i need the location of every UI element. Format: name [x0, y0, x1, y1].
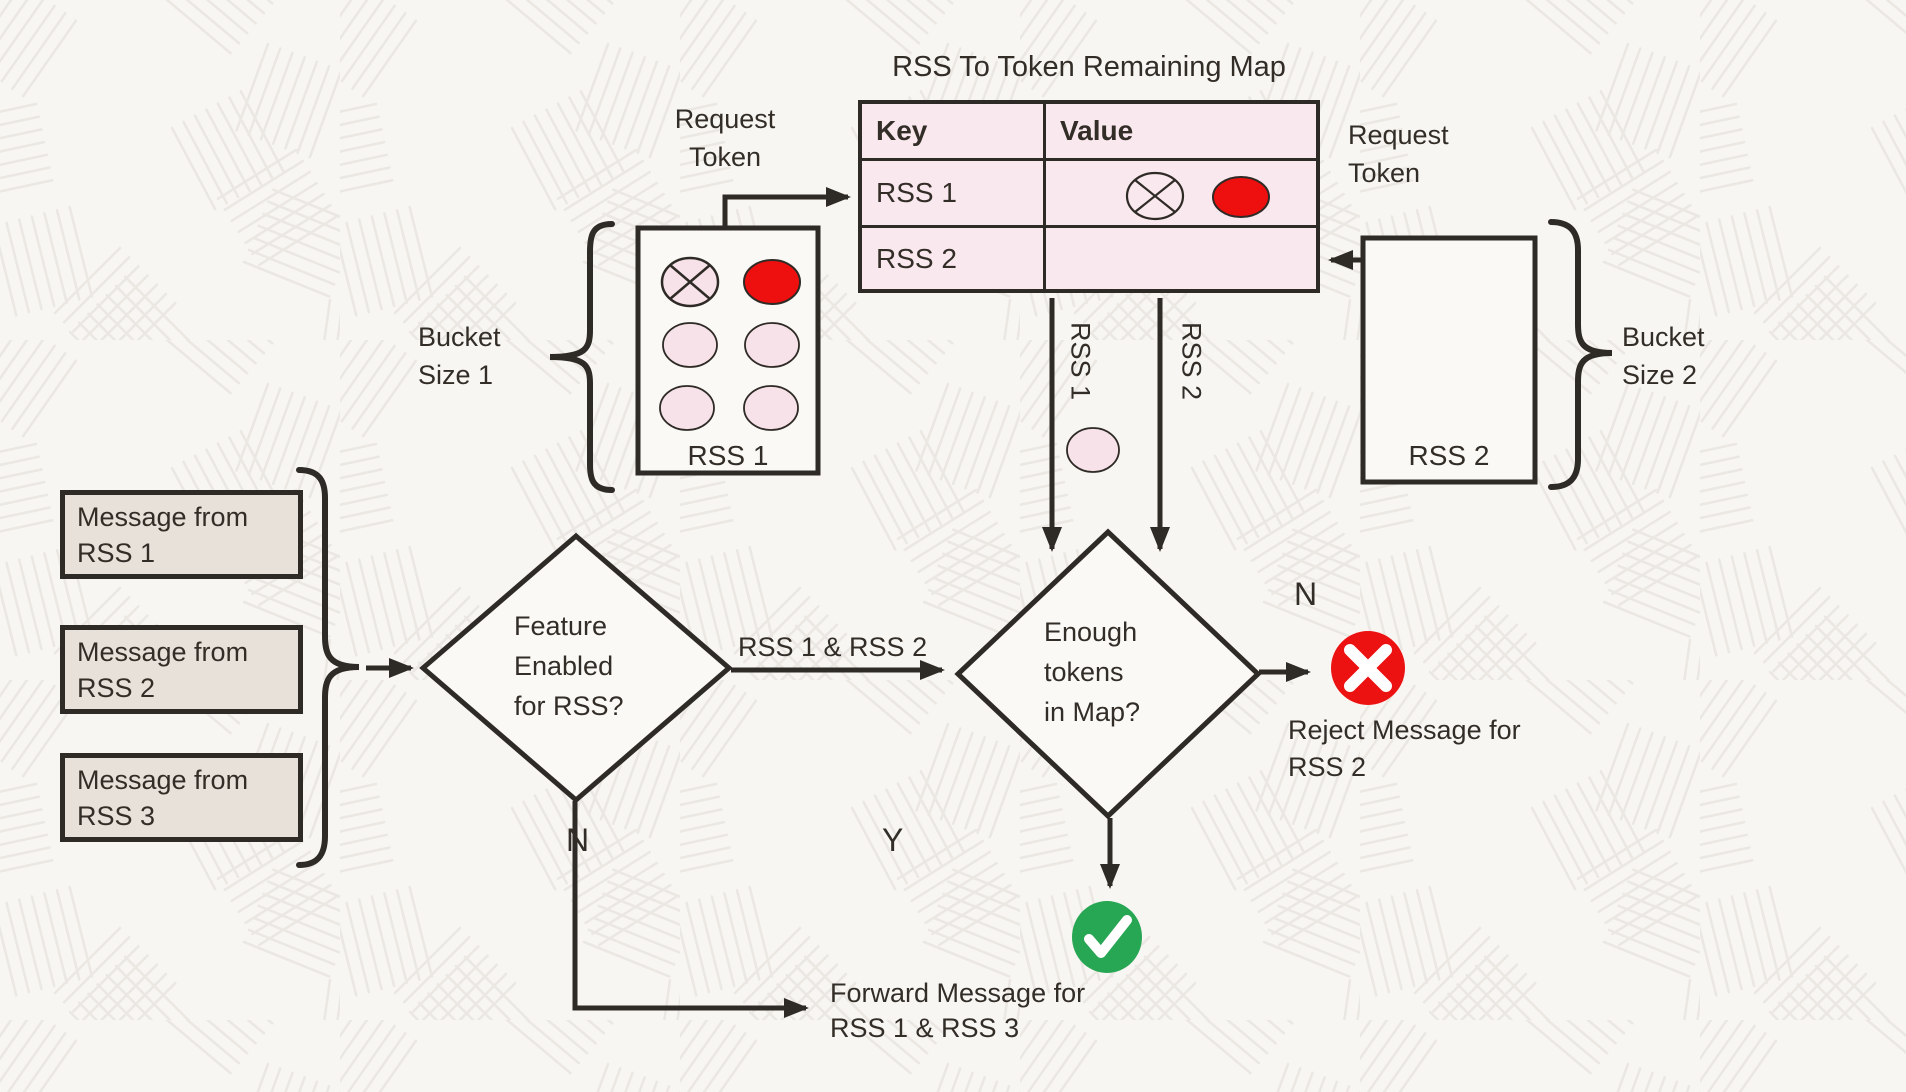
request-token-label-left: Request Token	[674, 104, 776, 172]
table-row-rss2-value	[1046, 228, 1320, 289]
bucket1-size-brace	[549, 221, 615, 493]
arrow-bucket1-to-table	[722, 187, 851, 230]
pink-token-icon	[743, 385, 799, 431]
x-circle-icon	[1331, 631, 1405, 705]
decision2-yes-label: Y	[882, 822, 904, 858]
edge-label-rss1-and-rss2: RSS 1 & RSS 2	[738, 632, 928, 662]
table-rss1-tokens	[1125, 171, 1270, 221]
message-box-rss1: Message from RSS 1	[60, 490, 303, 579]
flow-label-rss1: RSS 1	[1065, 321, 1096, 401]
message-box-rss3: Message from RSS 3	[60, 753, 303, 842]
bucket-size2-label: Bucket Size 2	[1622, 322, 1705, 390]
arrow-decision1-no-to-forward	[572, 801, 809, 1018]
decision2-label: Enough tokens in Map?	[1044, 617, 1141, 727]
decision1-no-label: N	[566, 822, 590, 858]
table-row-rss1-value	[1046, 161, 1320, 228]
bucket2-name: RSS 2	[1408, 440, 1490, 471]
token-map-table: Key Value RSS 1 RSS 2	[858, 100, 1320, 293]
bucket1-name: RSS 1	[687, 440, 769, 471]
bucket-size1-label: Bucket Size 1	[418, 322, 501, 390]
table-header-value: Value	[1046, 104, 1320, 161]
red-token-icon	[743, 259, 801, 305]
decision1-diamond	[419, 532, 733, 804]
bucket2-box	[1360, 235, 1538, 485]
bucket2-size-brace	[1548, 219, 1613, 490]
pink-token-icon	[744, 322, 800, 368]
crossed-token-icon	[660, 256, 720, 308]
messages-brace	[296, 467, 360, 868]
forward-outcome-label: Forward Message for RSS 1 & RSS 3	[830, 978, 1086, 1043]
message-box-rss2: Message from RSS 2	[60, 625, 303, 714]
crossed-token-icon	[1125, 171, 1185, 221]
reject-outcome-label: Reject Message for RSS 2	[1288, 715, 1521, 782]
flow-label-rss2: RSS 2	[1176, 321, 1207, 401]
pink-token-icon	[659, 385, 715, 431]
request-token-label-right: Request Token	[1348, 120, 1449, 188]
diagram-title: RSS To Token Remaining Map	[892, 51, 1286, 83]
table-header-key: Key	[862, 104, 1046, 161]
table-row-rss1-key: RSS 1	[862, 161, 1046, 228]
table-row-rss2-key: RSS 2	[862, 228, 1046, 289]
pink-token-icon	[662, 322, 718, 368]
check-circle-icon	[1072, 901, 1142, 973]
decision2-diamond	[954, 528, 1262, 820]
decision2-no-label: N	[1294, 576, 1318, 612]
decision1-label: Feature Enabled for RSS?	[514, 611, 624, 721]
pink-token-icon	[1066, 427, 1120, 473]
red-token-icon	[1212, 176, 1270, 218]
